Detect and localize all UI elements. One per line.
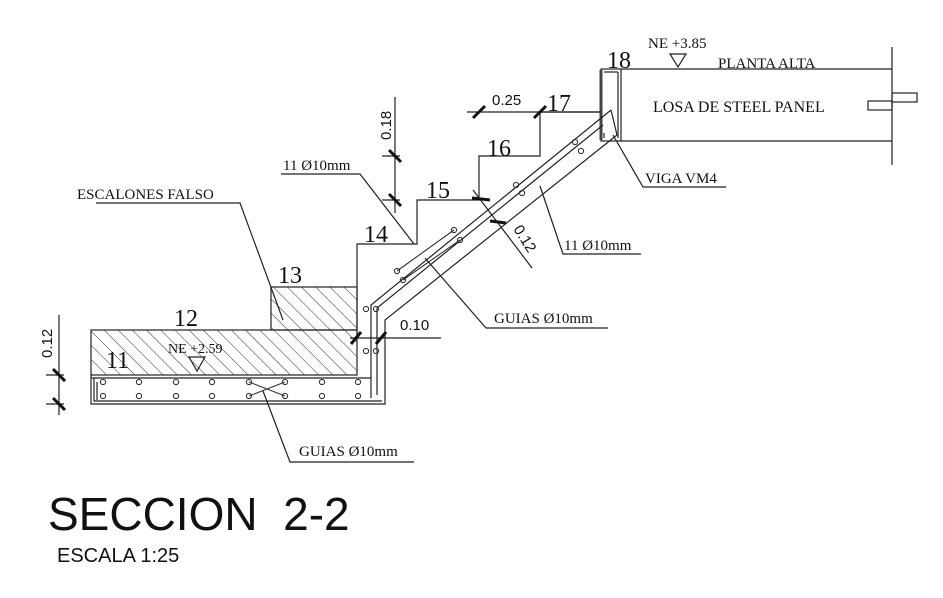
dim-base-text: 0.12 [39, 329, 56, 358]
leader-rebar-top: 11 Ø10mm [281, 158, 415, 245]
false-step-13 [270, 286, 358, 331]
label-losa-steel-panel: LOSA DE STEEL PANEL [653, 99, 825, 116]
false-step-base [90, 329, 358, 376]
base-rebar [245, 378, 253, 386]
label-escalones-falso: ESCALONES FALSO [77, 187, 214, 203]
step-number-11: 11 [106, 348, 129, 374]
step-number-14: 14 [364, 222, 388, 248]
label-rebar-top: 11 Ø10mm [283, 158, 351, 174]
dimension-wall: 0.10 [349, 317, 441, 345]
dim-ramp-thickness-text: 0.12 [510, 222, 540, 256]
step-number-17: 17 [547, 91, 571, 117]
base-rebar [135, 378, 143, 386]
leader-guias-base: GUIAS Ø10mm [262, 390, 414, 463]
step-number-16: 16 [487, 136, 511, 162]
beam-vm4 [599, 68, 622, 142]
dimension-ramp-thickness: 0.12 [471, 189, 540, 269]
dimension-base: 0.12 [39, 315, 67, 415]
base-rebar [245, 392, 253, 400]
level-marker-lower: NE +2.59 [168, 342, 223, 373]
base-rebar [135, 392, 143, 400]
dimension-tread: 0.25 [467, 92, 601, 120]
level-marker-upper: NE +3.85 [648, 36, 706, 69]
step-number-13: 13 [278, 263, 302, 289]
level-lower-text: NE +2.59 [168, 342, 223, 357]
label-planta-alta: PLANTA ALTA [718, 56, 816, 72]
label-rebar-bottom: 11 Ø10mm [564, 238, 632, 254]
leader-escalones-falso: ESCALONES FALSO [77, 187, 284, 321]
label-guias-ramp: GUIAS Ø10mm [494, 311, 593, 327]
step-number-15: 15 [426, 178, 450, 204]
base-slab [90, 375, 386, 405]
label-viga-vm4: VIGA VM4 [645, 171, 717, 187]
label-guias-base: GUIAS Ø10mm [299, 444, 398, 460]
drawing-title: SECCION 2-2 [48, 488, 350, 540]
dimension-riser: 0.18 [378, 97, 403, 213]
dim-wall-text: 0.10 [400, 317, 429, 334]
base-rebar [281, 378, 289, 386]
base-rebar [208, 378, 216, 386]
step-number-18: 18 [607, 48, 631, 74]
level-upper-text: NE +3.85 [648, 36, 706, 52]
base-rebar [354, 392, 362, 400]
leader-guias-ramp: GUIAS Ø10mm [424, 257, 608, 329]
base-rebar [99, 392, 107, 400]
base-rebar [318, 378, 326, 386]
dim-riser-text: 0.18 [378, 111, 395, 140]
leader-viga: VIGA VM4 [612, 134, 726, 188]
base-rebar [318, 392, 326, 400]
upper-slab [621, 47, 918, 165]
base-rebar [99, 378, 107, 386]
step-number-12: 12 [174, 306, 198, 332]
ramp-slab [370, 109, 618, 398]
ramp-rebars [362, 138, 585, 355]
base-rebar [354, 378, 362, 386]
drawing-scale: ESCALA 1:25 [57, 545, 179, 567]
dim-tread-text: 0.25 [492, 92, 521, 109]
base-rebar [172, 378, 180, 386]
base-guide-bar [248, 381, 286, 397]
base-rebars [99, 378, 362, 400]
base-rebar [281, 392, 289, 400]
leader-rebar-bottom: 11 Ø10mm [539, 185, 641, 255]
base-rebar [172, 392, 180, 400]
base-rebar [208, 392, 216, 400]
